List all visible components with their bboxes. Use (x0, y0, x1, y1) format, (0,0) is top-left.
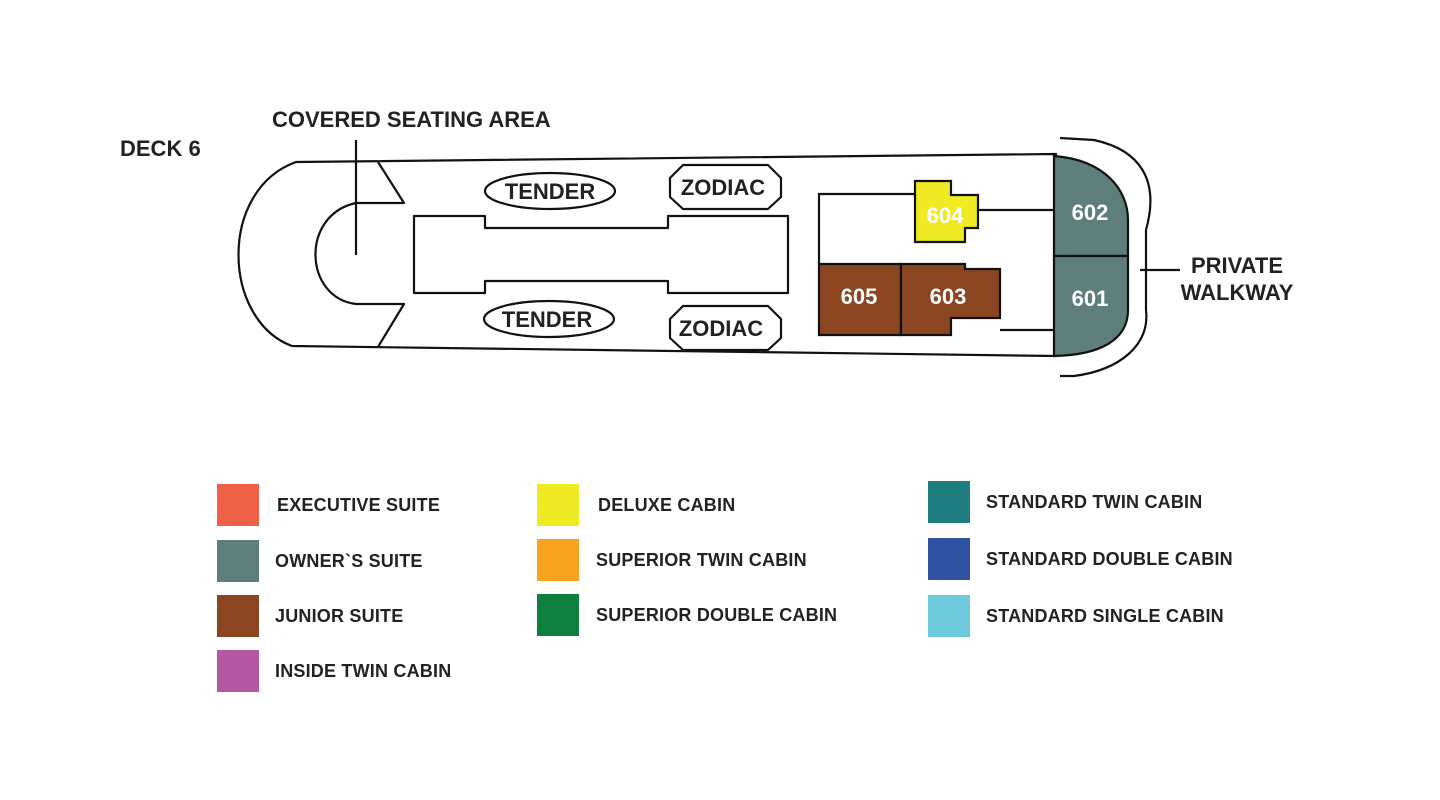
legend-standard-double: STANDARD DOUBLE CABIN (928, 537, 1233, 581)
hull-outline (237, 152, 1058, 358)
tender-label-top: TENDER (505, 179, 596, 204)
legend-swatch (537, 484, 579, 526)
cabin-603-number: 603 (930, 284, 967, 309)
legend-label: JUNIOR SUITE (275, 605, 404, 626)
legend-superior-double: SUPERIOR DOUBLE CABIN (537, 593, 837, 637)
legend-deluxe: DELUXE CABIN (537, 483, 735, 527)
legend-swatch (928, 538, 970, 580)
legend-inside-twin: INSIDE TWIN CABIN (217, 649, 451, 693)
legend-swatch (217, 650, 259, 692)
zodiac-label-top: ZODIAC (681, 175, 765, 200)
tender-starboard: TENDER (483, 171, 617, 211)
cabin-605-number: 605 (841, 284, 878, 309)
covered-seating-area (314, 161, 406, 348)
private-walkway-label-line1: PRIVATE (1191, 253, 1283, 278)
legend-label: SUPERIOR DOUBLE CABIN (596, 604, 838, 625)
tender-label-bottom: TENDER (502, 307, 593, 332)
legend-swatch (217, 484, 259, 526)
legend-swatch (537, 594, 579, 636)
legend-label: SUPERIOR TWIN CABIN (596, 549, 807, 570)
zodiac-port: ZODIAC (668, 304, 783, 352)
legend-executive-suite: EXECUTIVE SUITE (217, 483, 440, 527)
legend-standard-twin: STANDARD TWIN CABIN (928, 480, 1202, 524)
legend-superior-twin: SUPERIOR TWIN CABIN (537, 538, 807, 582)
legend-swatch (217, 540, 259, 582)
legend-label: EXECUTIVE SUITE (277, 494, 441, 515)
legend-junior-suite: JUNIOR SUITE (217, 594, 403, 638)
legend-swatch (537, 539, 579, 581)
legend-label: STANDARD DOUBLE CABIN (986, 548, 1233, 569)
cabin-604[interactable] (913, 179, 980, 244)
bow-railing (1059, 136, 1152, 378)
tender-port: TENDER (482, 299, 616, 339)
cabin-601[interactable] (1052, 254, 1130, 358)
private-walkway-label-line2: WALKWAY (1181, 280, 1294, 305)
cabin-602[interactable] (1052, 154, 1130, 258)
legend-swatch (928, 481, 970, 523)
central-structure (412, 214, 790, 295)
cabin-604-number: 604 (927, 203, 964, 228)
corridor-wall (817, 192, 916, 264)
legend-label: OWNER`S SUITE (275, 550, 423, 571)
zodiac-starboard: ZODIAC (668, 163, 783, 211)
deck-title: DECK 6 (120, 136, 201, 161)
cabin-602-number: 602 (1072, 200, 1109, 225)
legend-owners-suite: OWNER`S SUITE (217, 539, 423, 583)
legend-standard-single: STANDARD SINGLE CABIN (928, 594, 1224, 638)
covered-seating-label: COVERED SEATING AREA (272, 107, 551, 132)
legend-label: STANDARD SINGLE CABIN (986, 605, 1224, 626)
legend-swatch (928, 595, 970, 637)
zodiac-label-bottom: ZODIAC (679, 316, 763, 341)
legend-label: STANDARD TWIN CABIN (986, 491, 1203, 512)
legend-label: DELUXE CABIN (598, 494, 736, 515)
cabin-603[interactable] (899, 262, 1002, 337)
legend-swatch (217, 595, 259, 637)
legend-label: INSIDE TWIN CABIN (275, 660, 452, 681)
cabin-601-number: 601 (1072, 286, 1109, 311)
